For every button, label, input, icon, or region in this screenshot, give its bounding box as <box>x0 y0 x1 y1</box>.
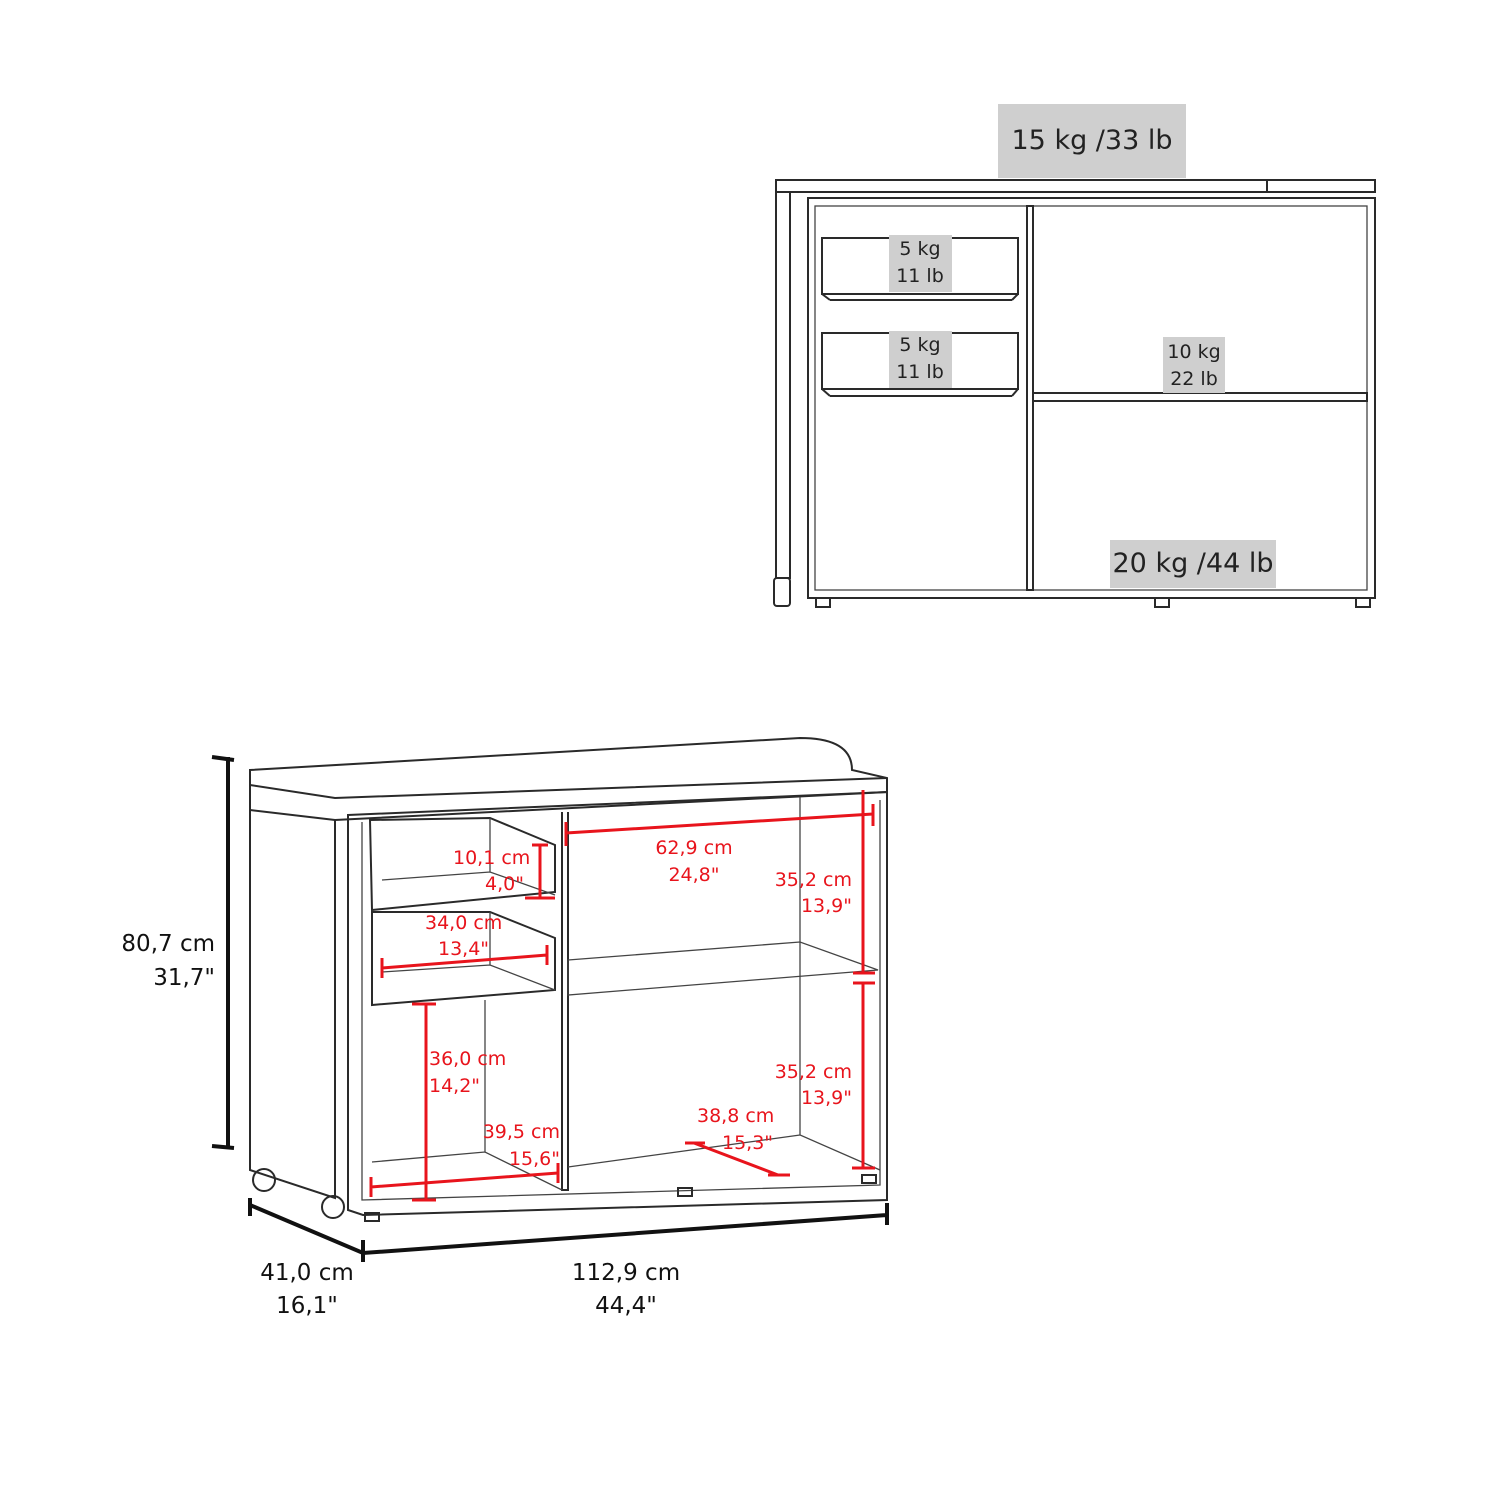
left-open-height-in: 14,2" <box>429 1075 480 1097</box>
interior-dimension-lines <box>369 790 875 1202</box>
shelf-load-kg: 10 kg <box>1167 341 1220 363</box>
width-cm: 112,9 cm <box>572 1260 680 1286</box>
right-width-cm: 62,9 cm <box>655 837 732 859</box>
drawer-width-cm: 34,0 cm <box>425 912 502 934</box>
shelf-depth-cm: 38,8 cm <box>697 1105 774 1127</box>
bottom-load-label: 20 kg /44 lb <box>1113 548 1274 579</box>
lower-shelf-height-cm: 35,2 cm <box>775 1061 852 1083</box>
left-open-width-in: 15,6" <box>509 1148 560 1170</box>
height-cm: 80,7 cm <box>121 931 215 957</box>
isometric-drawing: 80,7 cm 31,7" 41,0 cm 16,1" 112,9 cm 44,… <box>121 736 889 1319</box>
height-in: 31,7" <box>153 965 215 991</box>
drawer-height-in: 4,0" <box>485 873 524 895</box>
shelf-load-lb: 22 lb <box>1170 368 1218 390</box>
front-view-drawing: 15 kg /33 lb 5 kg 11 lb 5 kg 11 lb 10 kg… <box>773 104 1376 608</box>
shelf-depth-in: 15,3" <box>722 1132 773 1154</box>
depth-in: 16,1" <box>276 1293 338 1319</box>
width-in: 44,4" <box>595 1293 657 1319</box>
drawer2-load-kg: 5 kg <box>899 334 940 356</box>
upper-shelf-height-in: 13,9" <box>801 895 852 917</box>
drawer1-load-lb: 11 lb <box>896 265 944 287</box>
top-load-label-bg <box>998 104 1186 178</box>
left-open-height-cm: 36,0 cm <box>429 1048 506 1070</box>
upper-shelf-height-cm: 35,2 cm <box>775 869 852 891</box>
drawer-width-in: 13,4" <box>438 938 489 960</box>
depth-cm: 41,0 cm <box>260 1260 354 1286</box>
top-load-label: 15 kg /33 lb <box>1012 125 1173 156</box>
drawer-height-cm: 10,1 cm <box>453 847 530 869</box>
lower-shelf-height-in: 13,9" <box>801 1087 852 1109</box>
right-width-in: 24,8" <box>668 864 719 886</box>
left-open-width-cm: 39,5 cm <box>483 1121 560 1143</box>
drawer1-load-kg: 5 kg <box>899 238 940 260</box>
drawer2-load-lb: 11 lb <box>896 361 944 383</box>
